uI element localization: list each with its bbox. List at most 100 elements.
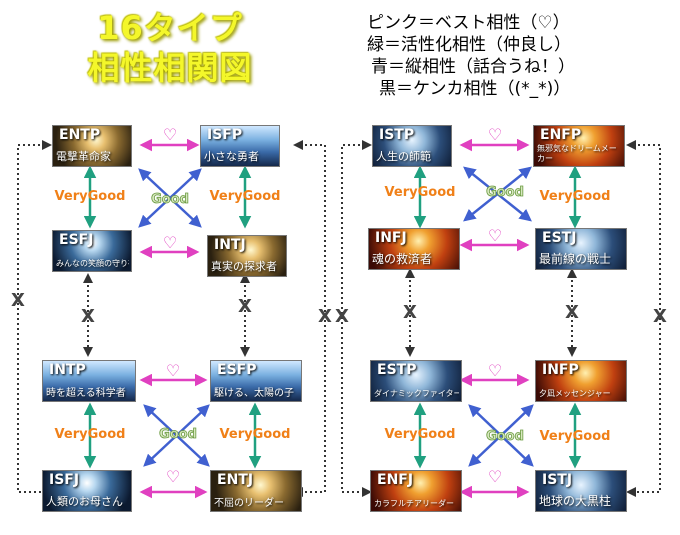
x-label: X — [565, 302, 579, 323]
heart-icon: ♡ — [488, 361, 502, 380]
type-card-esfj: ESFJ みんなの笑顔の守り神 — [52, 230, 132, 272]
title: 16タイプ 相性相関図 — [0, 8, 340, 88]
type-nickname: みんなの笑顔の守り神 — [56, 259, 129, 268]
fight-link — [626, 140, 661, 497]
type-code: ENFP — [540, 127, 582, 143]
best-link-enfj-istj: ♡ — [459, 467, 530, 499]
title-line-1: 16タイプ — [97, 9, 243, 47]
best-link-esfj-intj: ♡ — [139, 233, 200, 259]
type-code: INFP — [542, 362, 579, 378]
type-code: ISTP — [379, 127, 415, 143]
type-nickname: 人生の師範 — [376, 150, 431, 163]
type-code: ENTJ — [217, 472, 254, 488]
type-card-entp: ENTP 電撃革命家 — [52, 125, 132, 167]
legend-vertical: 青＝縦相性（話合うね！） — [371, 57, 575, 77]
type-card-esfp: ESFP 駆ける、太陽の子 — [210, 360, 302, 402]
type-code: ENFJ — [377, 472, 414, 488]
vertical-link — [143, 404, 210, 467]
good-label: Good — [159, 427, 197, 442]
type-code: ENTP — [59, 127, 101, 143]
vertical-link — [463, 166, 532, 222]
x-label: X — [11, 290, 25, 311]
very-good-label: VeryGood — [385, 185, 456, 200]
type-card-entj: ENTJ 不屈のリーダー — [210, 470, 302, 512]
type-code: INTP — [49, 362, 86, 378]
type-code: INTJ — [214, 237, 246, 253]
best-link-istp-enfp: ♡ — [459, 125, 530, 152]
type-nickname: ダイナミックファイター — [374, 389, 459, 398]
type-card-isfp: ISFP 小さな勇者 — [200, 125, 280, 167]
heart-icon: ♡ — [166, 361, 180, 380]
fight-link — [17, 140, 52, 497]
x-label: X — [403, 302, 417, 323]
type-code: ESTP — [377, 362, 417, 378]
type-nickname: 真実の探求者 — [211, 260, 277, 273]
type-nickname: 小さな勇者 — [204, 150, 259, 163]
x-label: X — [653, 306, 667, 327]
type-code: ESFJ — [59, 232, 94, 248]
title-line-2: 相性相関図 — [87, 49, 253, 87]
type-card-intp: INTP 時を超える科学者 — [42, 360, 136, 402]
type-card-istj: ISTJ 地球の大黒柱 — [535, 470, 627, 512]
heart-icon: ♡ — [163, 233, 177, 252]
type-card-enfp: ENFP 無邪気なドリームメーカー — [533, 125, 625, 167]
good-label: Good — [486, 185, 524, 200]
type-nickname: 不屈のリーダー — [214, 498, 284, 509]
vertical-link — [138, 168, 202, 228]
type-card-isfj: ISFJ 人類のお母さん — [42, 470, 132, 512]
type-nickname: 人類のお母さん — [46, 495, 123, 508]
type-code: INFJ — [375, 230, 407, 246]
heart-icon: ♡ — [488, 226, 502, 245]
heart-icon: ♡ — [488, 467, 502, 486]
type-card-intj: INTJ 真実の探求者 — [207, 235, 287, 277]
heart-icon: ♡ — [488, 125, 502, 144]
very-good-label: VeryGood — [540, 189, 611, 204]
type-nickname: 最前線の戦士 — [539, 252, 612, 266]
good-label: Good — [151, 192, 189, 207]
type-nickname: 夕凪メッセンジャー — [539, 389, 611, 398]
x-label: X — [335, 306, 349, 327]
type-nickname: 無邪気なドリームメーカー — [537, 144, 617, 163]
type-nickname: 駆ける、太陽の子 — [214, 388, 294, 399]
best-link-intp-esfp: ♡ — [139, 361, 208, 387]
very-good-label: VeryGood — [210, 189, 281, 204]
best-link-entp-isfp: ♡ — [139, 125, 200, 152]
legend: ピンク＝ベスト相性（♡） 緑＝活性化相性（仲良し） 青＝縦相性（話合うね！） 黒… — [365, 12, 645, 100]
type-card-istp: ISTP 人生の師範 — [372, 125, 452, 167]
best-link-estp-infp: ♡ — [459, 361, 530, 387]
type-nickname: カラフルチアリーダー — [374, 499, 454, 508]
type-code: ESFP — [217, 362, 257, 378]
type-nickname: 時を超える科学者 — [46, 388, 126, 399]
very-good-label: VeryGood — [540, 429, 611, 444]
type-nickname: 地球の大黒柱 — [539, 494, 612, 508]
very-good-label: VeryGood — [385, 427, 456, 442]
legend-fight: 黒＝ケンカ相性（(*_*)） — [379, 79, 571, 99]
legend-active: 緑＝活性化相性（仲良し） — [367, 35, 571, 55]
type-card-estj: ESTJ 最前線の戦士 — [535, 228, 627, 270]
heart-icon: ♡ — [166, 467, 180, 486]
x-label: X — [318, 306, 332, 327]
very-good-label: VeryGood — [220, 427, 291, 442]
very-good-label: VeryGood — [55, 189, 126, 204]
type-card-estp: ESTP ダイナミックファイター — [370, 360, 462, 402]
x-label: X — [238, 296, 252, 317]
fight-link — [293, 140, 326, 497]
type-nickname: 魂の救済者 — [372, 252, 433, 266]
fight-link — [341, 140, 372, 497]
type-nickname: 電撃革命家 — [56, 150, 111, 163]
type-card-enfj: ENFJ カラフルチアリーダー — [370, 470, 462, 512]
good-label: Good — [486, 429, 524, 444]
vertical-link — [468, 404, 534, 467]
type-code: ISTJ — [542, 472, 573, 488]
type-code: ISFP — [207, 127, 243, 143]
type-card-infj: INFJ 魂の救済者 — [368, 228, 460, 270]
type-code: ISFJ — [49, 472, 80, 488]
type-code: ESTJ — [542, 230, 577, 246]
best-link-infj-estj: ♡ — [459, 226, 530, 252]
best-link-isfj-entj: ♡ — [139, 467, 208, 499]
very-good-label: VeryGood — [55, 427, 126, 442]
legend-best: ピンク＝ベスト相性（♡） — [367, 13, 570, 33]
x-label: X — [81, 306, 95, 327]
heart-icon: ♡ — [163, 125, 177, 144]
